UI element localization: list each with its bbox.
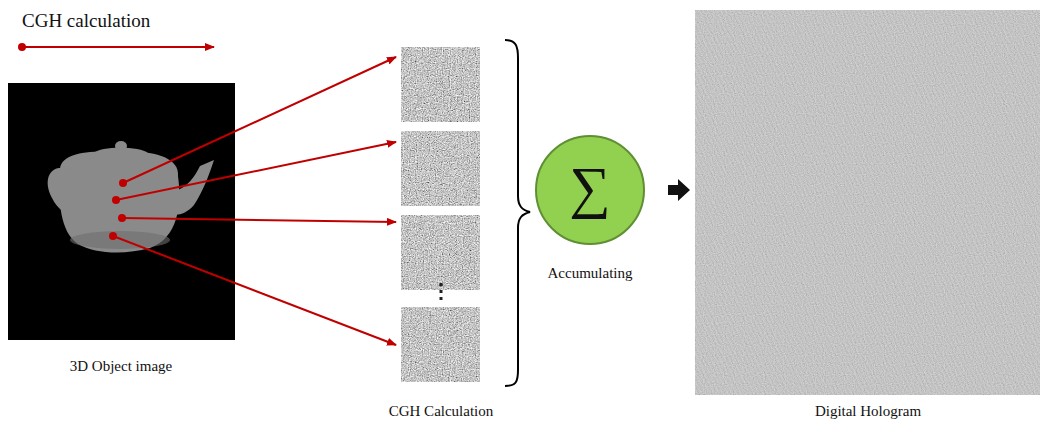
- node-caption: Accumulating: [548, 265, 633, 282]
- sum-symbol: ∑: [537, 159, 643, 217]
- image-caption: CGH Calculation: [389, 403, 494, 420]
- image-caption: 3D Object image: [70, 358, 172, 375]
- image-caption: Digital Hologram: [815, 403, 921, 420]
- section-title: CGH calculation: [22, 10, 150, 32]
- sum-circle: ∑Accumulating: [535, 135, 645, 245]
